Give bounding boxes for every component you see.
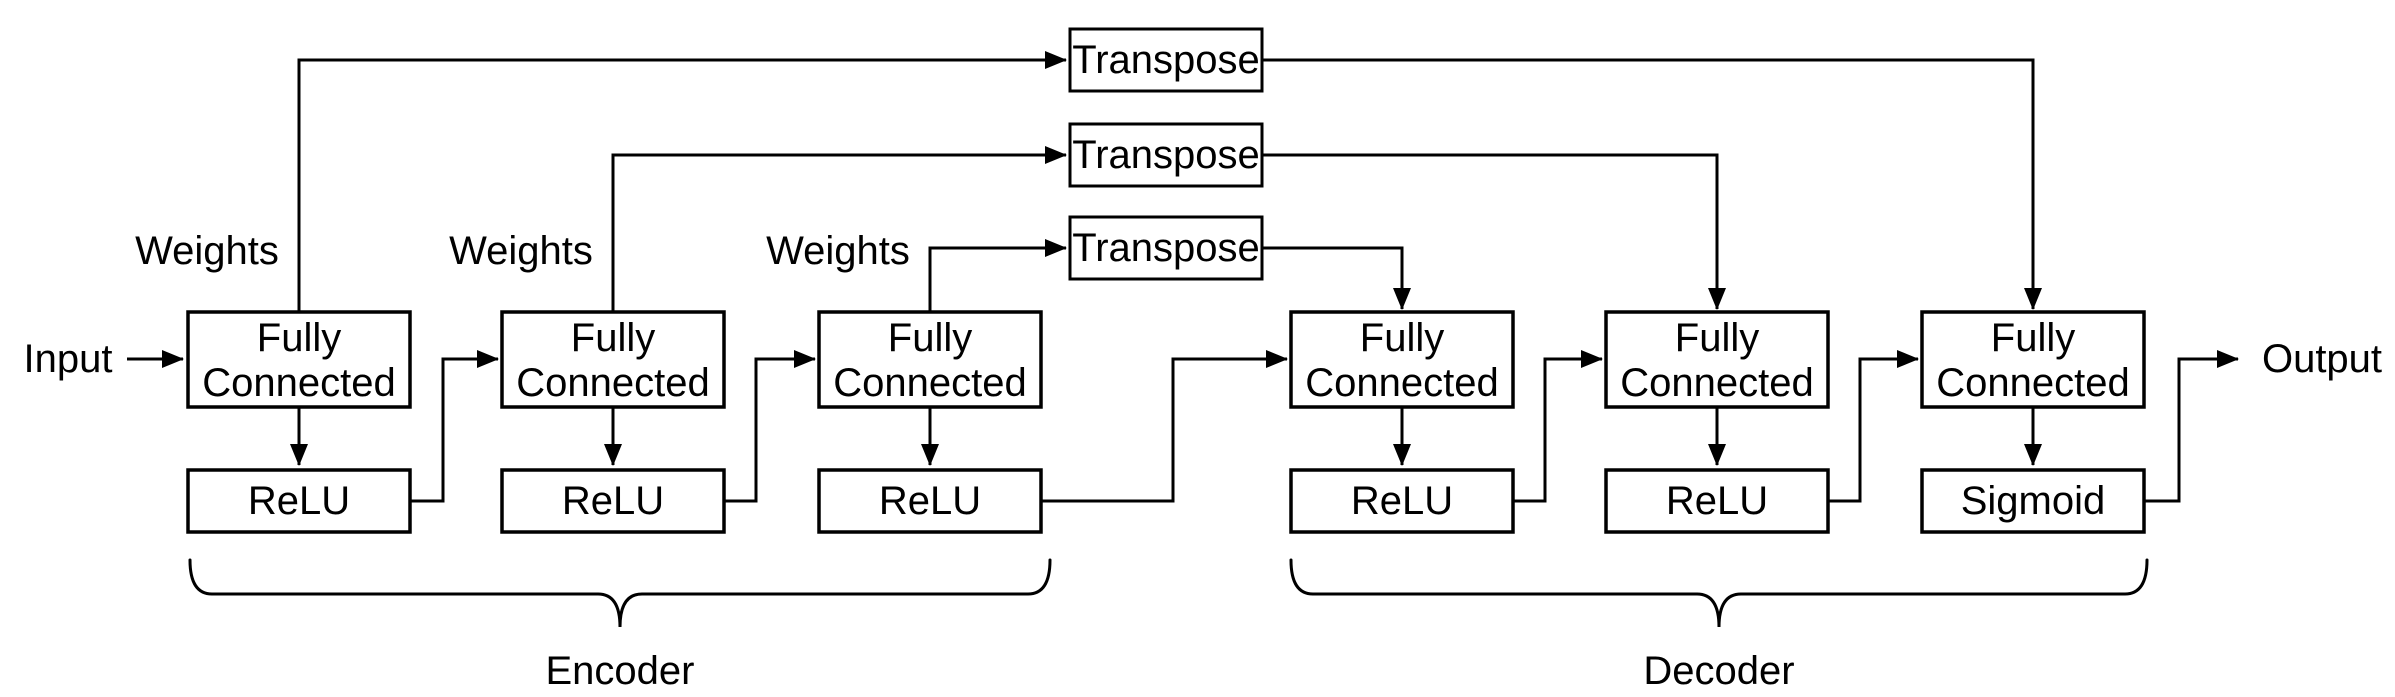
encoder-relu3-label: ReLU xyxy=(879,479,981,523)
weights-label-2: Weights xyxy=(449,229,593,273)
decoder-fc3-label-line1: Fully xyxy=(1991,316,2075,360)
input-label: Input xyxy=(24,337,113,381)
weights-label-3: Weights xyxy=(766,229,910,273)
output-label: Output xyxy=(2262,337,2382,381)
encoder-fc1-label-line1: Fully xyxy=(257,316,341,360)
encoder-brace xyxy=(188,558,1052,628)
encoder-fc2-box xyxy=(500,310,726,409)
transpose1-label: Transpose xyxy=(1072,38,1260,82)
encoder-fc3-box xyxy=(817,310,1043,409)
encoder-fc1-box xyxy=(186,310,412,409)
decoder-sigmoid-label: Sigmoid xyxy=(1961,479,2106,523)
decoder-sigmoid-box xyxy=(1920,468,2146,534)
decoder-fc2-label-line2: Connected xyxy=(1620,361,1813,405)
encoder-fc1-label-line2: Connected xyxy=(202,361,395,405)
edge-transpose2-to-decoder-fc2 xyxy=(1262,153,1726,310)
decoder-relu5-box xyxy=(1604,468,1830,534)
edge-relu2-to-encoder-fc3 xyxy=(724,350,816,503)
decoder-fc1-label-line1: Fully xyxy=(1360,316,1444,360)
edge-transpose3-to-decoder-fc1 xyxy=(1262,246,1411,310)
transpose2-box xyxy=(1068,122,1264,188)
decoder-fc3-label-line2: Connected xyxy=(1936,361,2129,405)
encoder-group-label: Encoder xyxy=(546,649,695,693)
decoder-relu5-label: ReLU xyxy=(1666,479,1768,523)
edge-relu3-to-decoder-fc1 xyxy=(1041,350,1288,503)
annotations: Input Output Weights Weights Weights xyxy=(24,229,2383,381)
encoder-relu1-box xyxy=(186,468,412,534)
weights-label-1: Weights xyxy=(135,229,279,273)
edge-relu5-to-decoder-fc3 xyxy=(1828,350,1919,503)
transpose-nodes: Transpose Transpose Transpose xyxy=(1068,27,1264,281)
decoder-fc3-box xyxy=(1920,310,2146,409)
encoder-relu2-box xyxy=(500,468,726,534)
edges xyxy=(127,51,2239,503)
encoder-relu3-box xyxy=(817,468,1043,534)
edge-transpose1-to-decoder-fc3 xyxy=(1262,58,2042,310)
encoder-fc3-label-line1: Fully xyxy=(888,316,972,360)
edge-relu4-to-decoder-fc2 xyxy=(1513,350,1603,503)
decoder-fc2-label-line1: Fully xyxy=(1675,316,1759,360)
decoder-relu4-label: ReLU xyxy=(1351,479,1453,523)
edge-encoder-fc3-to-transpose3 xyxy=(928,239,1067,312)
transpose3-label: Transpose xyxy=(1072,226,1260,270)
decoder-brace xyxy=(1289,558,2149,628)
group-braces: Encoder Decoder xyxy=(188,558,2149,693)
edge-sigmoid-to-output xyxy=(2144,350,2239,503)
decoder-fc1-label-line2: Connected xyxy=(1305,361,1498,405)
decoder-fc1-box xyxy=(1289,310,1515,409)
edge-encoder-fc1-to-transpose1 xyxy=(297,51,1067,312)
transpose1-box xyxy=(1068,27,1264,93)
transpose2-label: Transpose xyxy=(1072,133,1260,177)
decoder-group-label: Decoder xyxy=(1643,649,1794,693)
transpose3-box xyxy=(1068,215,1264,281)
encoder-fc2-label-line2: Connected xyxy=(516,361,709,405)
decoder-relu4-box xyxy=(1289,468,1515,534)
encoder-fc3-label-line2: Connected xyxy=(833,361,1026,405)
encoder-fc2-label-line1: Fully xyxy=(571,316,655,360)
encoder-relu2-label: ReLU xyxy=(562,479,664,523)
layer-nodes: Fully Connected ReLU Fully Connected ReL… xyxy=(186,310,2146,534)
edge-relu1-to-encoder-fc2 xyxy=(410,350,499,503)
encoder-relu1-label: ReLU xyxy=(248,479,350,523)
edge-encoder-fc2-to-transpose2 xyxy=(611,146,1067,312)
decoder-fc2-box xyxy=(1604,310,1830,409)
